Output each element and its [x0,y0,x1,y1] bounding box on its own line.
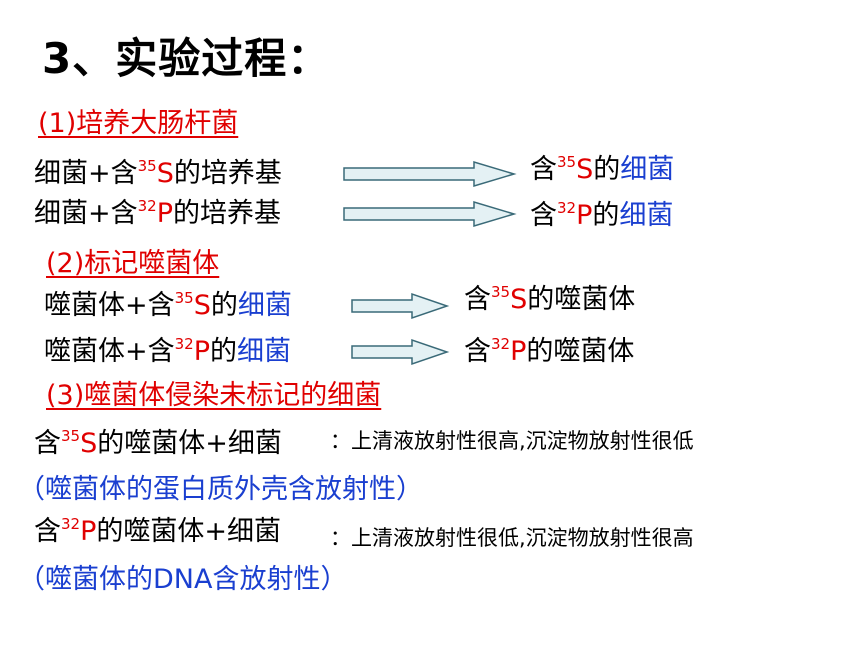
step1-row1-result: 含35S的细菌 [530,153,675,185]
step2-heading: (2)标记噬菌体 [46,248,220,279]
step2-row1-arrow-icon [351,292,450,320]
step3-row1-outcome: ：上清液放射性很高,沉淀物放射性很低 [330,429,694,453]
step3-heading: (3)噬菌体侵染未标记的细菌 [46,380,382,411]
step1-row2-result: 含32P的细菌 [530,199,674,231]
step3-row2-outcome: ：上清液放射性很低,沉淀物放射性很高 [330,526,694,550]
step1-row1-input: 细菌+含35S的培养基 [34,157,282,189]
step3-row1-input: 含35S的噬菌体+细菌 [34,427,282,459]
step1-row2-arrow-icon [343,200,517,228]
step1-row2-input: 细菌+含32P的培养基 [34,197,282,229]
step1-row1-arrow-icon [343,160,517,188]
step3-row2-note: （噬菌体的DNA含放射性） [18,564,348,595]
step2-row2-arrow-icon [351,338,450,366]
step2-row2-result: 含32P的噬菌体 [464,335,635,367]
step2-row1-result: 含35S的噬菌体 [464,283,636,315]
page-title: 3、实验过程： [42,34,331,83]
step2-row2-input: 噬菌体+含32P的细菌 [44,335,292,367]
step2-row1-input: 噬菌体+含35S的细菌 [44,289,292,321]
step3-row2-input: 含32P的噬菌体+细菌 [34,515,282,547]
step3-row1-note: （噬菌体的蛋白质外壳含放射性） [18,474,423,505]
step1-heading: (1)培养大肠杆菌 [38,108,239,139]
